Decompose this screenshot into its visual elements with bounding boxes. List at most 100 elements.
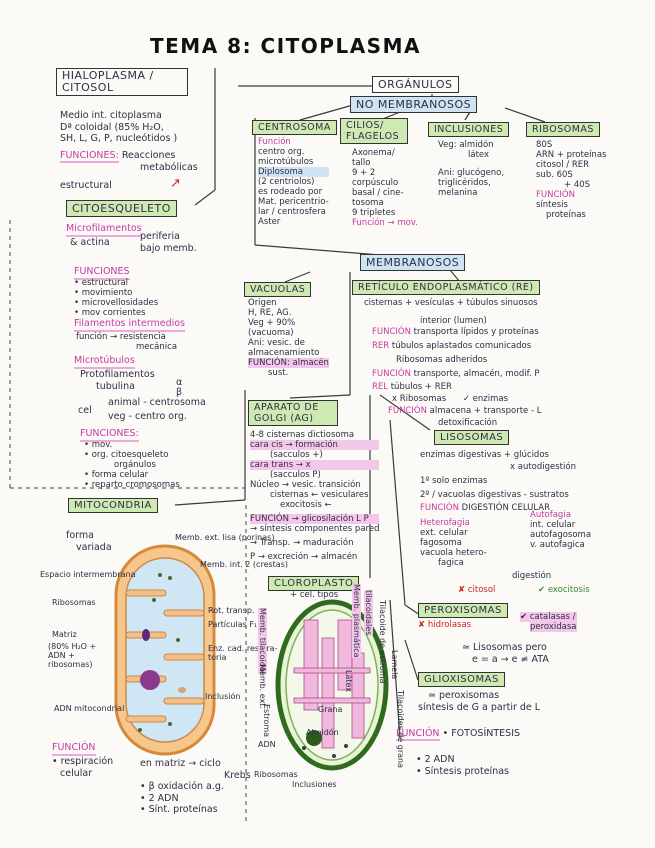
ribosome (302, 746, 306, 750)
reticulo-funcion1: FUNCIÓN transporta lípidos y proteínas (372, 327, 539, 337)
funciones3-list: • mov. • org. citoesqueleto orgánulos • … (84, 440, 180, 490)
lisosomas-text2: x autodigestión (510, 462, 576, 472)
lamella (293, 667, 371, 674)
mitocondria-box: MITOCONDRIA (68, 498, 158, 513)
label-inclusion: Inclusión (205, 692, 241, 701)
actina-text: & actina periferia bajo memb. (70, 231, 197, 254)
ribosome (176, 638, 180, 642)
text-line: + 40S (564, 180, 591, 190)
text-line: en matriz → ciclo (140, 758, 221, 769)
thylakoid (321, 637, 335, 749)
mitocondria-funcion-1: • respiración celular (52, 756, 113, 779)
label-adn-cloro: ADN (258, 740, 276, 749)
text-line: int. celular (530, 520, 576, 530)
label-memb-ext: Memb. ext. lisa (porinas) (175, 533, 275, 542)
reticulo-box: RETÍCULO ENDOPLASMÁTICO (RE) (352, 280, 540, 295)
text-line: ≃ peroxisomas (428, 690, 500, 701)
cloroplasto-subtitle: + cel. tipos (290, 590, 339, 600)
text-line: microtúbulos (258, 157, 314, 167)
text-line: basal / cine- (352, 188, 404, 198)
text-line: vacuola hetero- (420, 548, 487, 558)
crista (163, 609, 205, 617)
text-line: Medio int. citoplasma (60, 110, 162, 121)
thylakoid (303, 619, 319, 711)
digestion-text: digestión (512, 571, 552, 581)
connector-line (194, 189, 216, 206)
text-line: FUNCIÓN → glicosilación L P (250, 514, 380, 524)
text-line: peroxidasa (530, 622, 577, 632)
inner-matrix (125, 557, 205, 743)
connector-line (504, 107, 546, 123)
ribosome (168, 576, 172, 580)
vacuolas-box: VACUOLAS (244, 282, 312, 297)
text-line: bajo memb. (140, 243, 197, 254)
autofagia-text: Autofagia int. celular autofagosoma v. a… (530, 510, 591, 550)
text-line: Función → mov. (352, 218, 418, 228)
text-line: cara cis → formación (250, 440, 380, 450)
text-line: Heterofagia (420, 518, 470, 528)
text-line: exocitosis ← (280, 500, 332, 510)
ribosome (158, 573, 162, 577)
text-line: Ani: vesic. de (248, 338, 305, 348)
text-line: látex (468, 150, 490, 160)
cloroplasto-extras: • 2 ADN • Síntesis proteínas (416, 754, 509, 777)
text-line: toria (208, 653, 227, 662)
exocitosis-text: ✔ exocitosis (538, 585, 590, 595)
label-ribosomas-cloro: Ribosomas (254, 770, 298, 779)
text-line: forma (66, 530, 94, 541)
mitocondria-funcion-label: FUNCIÓN (52, 742, 96, 756)
text-line: Aster (258, 217, 281, 227)
hialoplasma-text: Medio int. citoplasma Dª coloidal (85% H… (60, 110, 177, 145)
glioxisomas-text: ≃ peroxisomas síntesis de G a partir de … (418, 690, 540, 713)
text-line: ext. celular (420, 528, 468, 538)
citosol-text: ✘ citosol (458, 585, 496, 595)
matrix-granule (142, 629, 150, 641)
thylakoid (351, 652, 365, 739)
funciones-label: FUNCIONES: (60, 150, 119, 163)
label-grana: Grana (318, 705, 343, 714)
list-item: • mov corrientes (74, 308, 146, 318)
microfilamentos-heading: Microfilamentos (66, 223, 142, 237)
golgi-box: APARATO DE GOLGI (AG) (248, 400, 338, 426)
golgi-text: 4-8 cisternas dictiosoma cara cis → form… (250, 430, 380, 562)
reticulo-funcion3: FUNCIÓN almacena + transporte - L (388, 406, 541, 416)
list-item: • reparto cromosomas (84, 480, 180, 490)
label-estroma: Estroma (262, 704, 271, 738)
text-line: Origen (248, 298, 277, 308)
reticulo-text2: interior (lumen) (420, 316, 487, 326)
lisosomas-funcion: FUNCIÓN DIGESTIÓN CELULAR (420, 503, 550, 513)
label-lamela: Lamela (390, 650, 399, 680)
text-line: sub. 60S (536, 170, 573, 180)
text-line: SH, L, G, P, nucleótidos ) (60, 133, 178, 144)
rer2-text: Ribosomas adheridos (396, 355, 488, 365)
lisosomas-text3: 1º solo enzimas (420, 476, 488, 486)
cilios-box: CILIOS/ FLAGELOS (340, 118, 408, 144)
label-inclusiones: Inclusiones (292, 780, 337, 789)
label-latex: Látex (344, 670, 353, 693)
text-line: síntesis de G a partir de L (418, 701, 541, 713)
vacuolas-text: Origen H, RE, AG. Veg + 90% (vacuoma) An… (248, 298, 329, 378)
text-line: animal - centrosoma (108, 397, 206, 408)
text-line: DIGESTIÓN CELULAR (461, 503, 551, 513)
membranosos-box: MEMBRANOSOS (360, 254, 466, 271)
text-line: 4-8 cisternas dictiosoma (250, 430, 355, 440)
text-line: (sacculos P) (270, 470, 321, 480)
rel-text: REL túbulos + RER (372, 382, 452, 392)
text-line: Función (258, 137, 291, 147)
text-line: almacenamiento (248, 348, 320, 358)
text-line: periferia (140, 231, 180, 242)
text-line: cisternas ← vesiculares (270, 490, 369, 500)
lisosomas-text4: 2º / vacuolas digestivas - sustratos (420, 490, 569, 500)
peroxisomas-right: ✔ catalasas / peroxidasa (520, 612, 577, 632)
funcion-label: FUNCIÓN (388, 406, 427, 416)
text-line: 80S (536, 140, 553, 150)
text-line: ribosomas) (48, 660, 93, 669)
no-membranosos-box: NO MEMBRANOSOS (350, 96, 478, 113)
text-line: FUNCIÓN (536, 190, 575, 200)
label-rot-transp: Rot. transp. (208, 606, 255, 615)
text-line: veg - centro org. (108, 411, 187, 422)
connector-line (389, 419, 406, 606)
tubulina-text: tubulina α β (96, 377, 182, 398)
peroxisomas-text: ≃ Lisosomas pero e = a → e ≠ ATA (462, 642, 549, 665)
